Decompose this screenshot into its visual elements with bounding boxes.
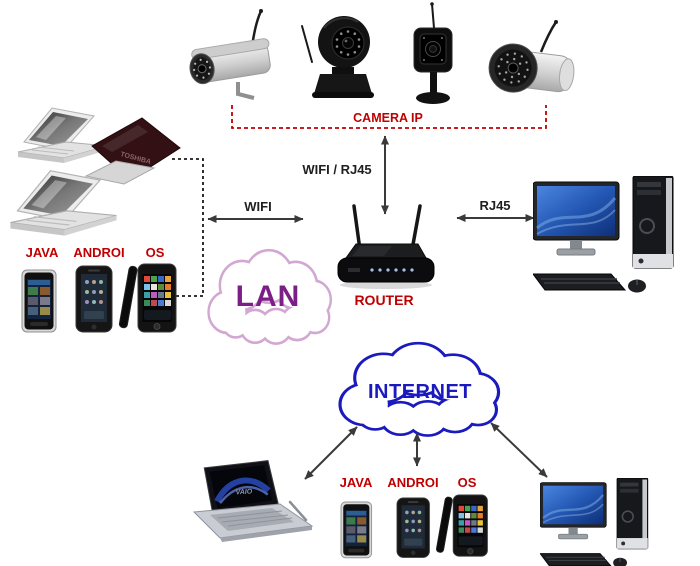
lan-cloud-label: LAN [235, 280, 301, 313]
ip-camera-pan-tilt [301, 16, 374, 98]
ip-camera-bullet-left [189, 9, 271, 100]
camera-lens [342, 37, 354, 49]
internet-laptop-vaio: VAIO [192, 460, 314, 542]
ir-led-ring [497, 52, 529, 84]
stylus-pen [288, 500, 308, 522]
router-brand-plate [348, 268, 360, 272]
router-antenna-left [352, 204, 362, 252]
os-phone [118, 263, 177, 333]
ip-camera-bullet-right [488, 20, 575, 93]
toshiba-laptop: TOSHIBA [84, 117, 181, 185]
router-label: ROUTER [354, 292, 414, 308]
camera-lens [507, 62, 519, 74]
java-phone [21, 269, 57, 333]
camera-stand [430, 72, 437, 94]
camera-antenna [301, 25, 313, 63]
internet-desktop-computer [540, 478, 649, 566]
internet-phone-label-os: OS [457, 475, 477, 490]
internet-laptop-arrow [304, 426, 358, 480]
camera-mount [236, 82, 255, 100]
camera-group-label: CAMERA IP [353, 111, 423, 125]
lan-phone-label-androi: ANDROI [73, 245, 125, 260]
white-laptop-2 [9, 170, 118, 237]
camera-antenna [431, 3, 435, 29]
java-phone [340, 501, 373, 559]
camera-link-label: WIFI / RJ45 [302, 162, 372, 177]
wifi-link-label: WIFI [244, 199, 272, 214]
internet-phone-label-java: JAVA [339, 475, 373, 490]
camera-lens [197, 64, 207, 74]
vaio-brand-text: VAIO [235, 488, 252, 496]
os-phone [435, 494, 488, 557]
lan-phones-group [21, 263, 177, 333]
router-antenna-right [410, 204, 422, 252]
android-phone [75, 265, 113, 333]
internet-cloud-label: INTERNET [368, 381, 472, 403]
router [337, 204, 435, 289]
lan-phone-label-os: OS [145, 245, 165, 260]
router-leds [370, 268, 414, 272]
ir-led-ring [193, 58, 212, 79]
lan-phone-label-java: JAVA [25, 245, 59, 260]
camera-antenna [539, 21, 558, 53]
ip-camera-cube [413, 2, 453, 104]
rj45-link-label: RJ45 [479, 198, 511, 213]
ir-led-ring [335, 30, 361, 56]
internet-phones-group [340, 494, 488, 559]
android-phone [396, 497, 430, 558]
lan-laptops-group: TOSHIBA [9, 107, 181, 237]
internet-desktop-arrow [490, 422, 548, 478]
white-laptop-1 [17, 107, 109, 164]
internet-phone-label-androi: ANDROI [387, 475, 439, 490]
lan-desktop-computer [533, 176, 675, 294]
